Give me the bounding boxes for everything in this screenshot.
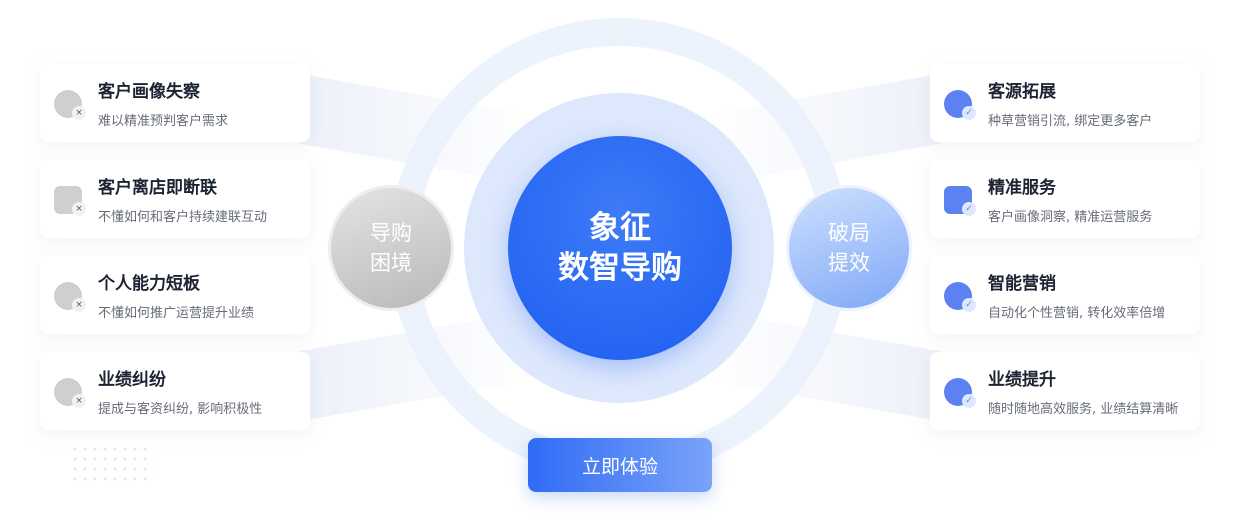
trend-check-icon: ✓ — [944, 378, 976, 408]
user-plus-icon: ✓ — [944, 90, 976, 120]
problem-card: × 个人能力短板不懂如何推广运营提升业绩 — [40, 256, 310, 334]
card-title: 智能营销 — [988, 274, 1056, 294]
card-title: 客户离店即断联 — [98, 178, 217, 198]
store-icon: × — [54, 186, 86, 216]
dot-pattern — [70, 444, 154, 484]
card-desc: 客户画像洞察, 精准运营服务 — [988, 210, 1153, 225]
solution-card: ✓ 精准服务客户画像洞察, 精准运营服务 — [930, 160, 1200, 238]
left-circle-line2: 困境 — [370, 251, 412, 275]
card-title: 精准服务 — [988, 178, 1056, 198]
card-title: 业绩纠纷 — [98, 370, 166, 390]
card-desc: 难以精准预判客户需求 — [98, 114, 229, 129]
card-desc: 提成与客资纠纷, 影响积极性 — [98, 402, 263, 417]
solution-card: ✓ 智能营销自动化个性营销, 转化效率倍增 — [930, 256, 1200, 334]
card-title: 客户画像失察 — [98, 82, 200, 102]
card-desc: 自动化个性营销, 转化效率倍增 — [988, 306, 1166, 321]
card-title: 客源拓展 — [988, 82, 1056, 102]
chat-check-icon: ✓ — [944, 282, 976, 312]
try-now-button[interactable]: 立即体验 — [528, 438, 712, 492]
card-title: 业绩提升 — [988, 370, 1056, 390]
center-circle: 象征 数智导购 — [508, 136, 732, 360]
card-title: 个人能力短板 — [98, 274, 200, 294]
right-circle-line2: 提效 — [828, 251, 870, 275]
problem-card: × 客户画像失察难以精准预判客户需求 — [40, 64, 310, 142]
problem-card: × 业绩纠纷提成与客资纠纷, 影响积极性 — [40, 352, 310, 430]
center-title-line2: 数智导购 — [558, 250, 682, 286]
card-desc: 不懂如何推广运营提升业绩 — [98, 306, 255, 321]
problem-card: × 客户离店即断联不懂如何和客户持续建联互动 — [40, 160, 310, 238]
left-circle-line1: 导购 — [370, 221, 412, 245]
trend-x-icon: × — [54, 378, 86, 408]
card-desc: 不懂如何和客户持续建联互动 — [98, 210, 268, 225]
solution-card: ✓ 客源拓展种草营销引流, 绑定更多客户 — [930, 64, 1200, 142]
center-title-line1: 象征 — [589, 210, 651, 246]
card-desc: 随时随地高效服务, 业绩结算清晰 — [988, 402, 1179, 417]
right-circle-line1: 破局 — [828, 221, 870, 245]
heart-check-icon: ✓ — [944, 186, 976, 216]
card-desc: 种草营销引流, 绑定更多客户 — [988, 114, 1153, 129]
badge-star-icon: × — [54, 282, 86, 312]
user-x-icon: × — [54, 90, 86, 120]
left-circle: 导购困境 — [328, 185, 454, 311]
solution-card: ✓ 业绩提升随时随地高效服务, 业绩结算清晰 — [930, 352, 1200, 430]
right-circle: 破局提效 — [786, 185, 912, 311]
